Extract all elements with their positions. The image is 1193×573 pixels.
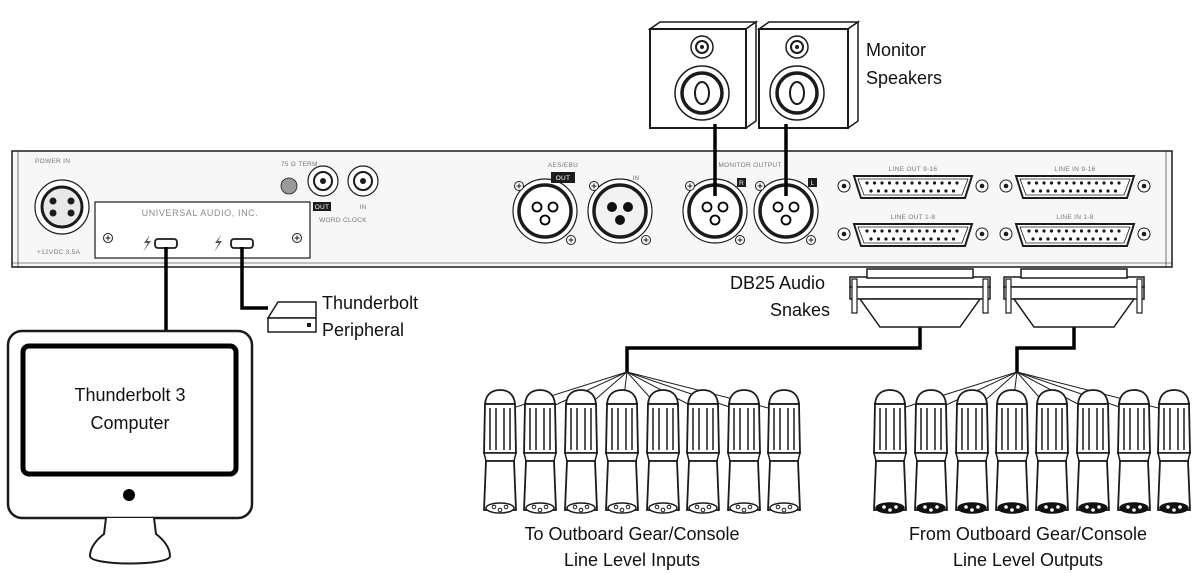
snake-head-2 [1003,268,1145,328]
monitor-speakers-label-line1: Monitor [866,40,926,60]
xlr-plug-female-6 [686,389,720,514]
from-outboard-label-line2: Line Level Outputs [953,550,1103,570]
snake-cable-outputs [1015,320,1076,372]
to-outboard-label-line2: Line Level Inputs [564,550,700,570]
thunderbolt-peripheral-label-line2: Peripheral [322,320,404,340]
monitor-speakers: Monitor Speakers [647,20,942,130]
monitor-l-label: L [811,180,815,187]
term-switch [280,177,298,195]
thunderbolt-computer: Thunderbolt 3 Computer [6,329,254,565]
xlr-plug-female-5 [646,389,680,514]
aes-ebu-label: AES/EBU [548,162,578,169]
monitor-outputs-section: MONITOR OUTPUT R L [681,162,820,245]
fan-wire-male-7 [1016,371,1135,413]
monitor-r-label: R [739,180,744,187]
db25-snakes-label-line1: DB25 Audio [730,273,825,293]
interface-rear-panel: POWER IN +12VDC 3.5A UNIVERSAL AUDIO, IN… [11,150,1173,268]
fan-wire-female-7 [626,371,745,413]
bottom-captions: To Outboard Gear/Console Line Level Inpu… [524,524,1147,570]
fan-wire-male-1 [889,371,1018,413]
thunderbolt-port-panel: UNIVERSAL AUDIO, INC. [94,201,311,259]
xlr-plug-male-3 [955,389,989,514]
db25-section: LINE OUT 9-16 LINE IN 9-16 LINE OUT 1-8 … [837,166,1151,247]
computer-label-line2: Computer [90,413,169,433]
power-spec-label: +12VDC 3.5A [37,249,81,256]
power-button-icon [123,489,135,501]
word-clock-in-label: IN [359,204,366,211]
monitor-speakers-label-line2: Speakers [866,68,942,88]
line-out-9-16-label: LINE OUT 9-16 [889,166,938,173]
from-outboard-label-line1: From Outboard Gear/Console [909,524,1147,544]
monitor-outputs-label: MONITOR OUTPUT [718,162,781,169]
xlr-plug-male-4 [995,389,1029,514]
thunderbolt-port-2 [230,238,254,249]
xlr-plug-female-7 [727,389,761,514]
xlr-plug-female-2 [523,389,557,514]
xlr-plug-male-5 [1035,389,1069,514]
cables [164,124,1076,372]
xlr-plug-male-2 [914,389,948,514]
word-clock-section: 75 Ω TERM OUT IN WORD CLOCK [280,161,379,224]
snake-head-1 [849,268,991,328]
xlr-plug-male-7 [1117,389,1151,514]
line-in-9-16-label: LINE IN 9-16 [1054,166,1095,173]
aes-in-label: IN [632,175,639,182]
line-out-1-8-label: LINE OUT 1-8 [891,214,936,221]
xlr-plug-male-1 [873,389,907,514]
speaker-right [756,20,861,130]
brand-label: UNIVERSAL AUDIO, INC. [142,208,259,218]
xlr-plug-female-8 [767,389,801,514]
db25-line-in-1-8 [999,223,1151,247]
db25-snake-heads: DB25 Audio Snakes [730,268,1145,328]
speaker-left [647,20,759,130]
xlr-plug-female-3 [564,389,598,514]
line-in-1-8-label: LINE IN 1-8 [1056,214,1093,221]
aes-out-label: OUT [556,175,571,182]
snake-cable-inputs [625,320,922,372]
cable-peripheral [240,247,268,310]
fan-wire-female-1 [499,371,628,413]
to-outboard-label-line1: To Outboard Gear/Console [524,524,739,544]
db25-line-in-9-16 [999,175,1151,199]
word-clock-label: WORD CLOCK [319,217,367,224]
xlr-plug-male-6 [1076,389,1110,514]
thunderbolt-port-1 [154,238,178,249]
xlr-plugs-male-group [873,389,1191,514]
aes-ebu-section: AES/EBU OUT IN [511,162,654,245]
power-in-label: POWER IN [35,158,70,165]
db25-line-out-9-16 [837,175,989,199]
db25-snakes-label-line2: Snakes [770,300,830,320]
xlr-plug-female-4 [605,389,639,514]
term-label: 75 Ω TERM [281,161,318,168]
xlr-plugs-female-group [483,389,801,514]
power-in-connector: POWER IN +12VDC 3.5A [34,158,90,256]
computer-label-line1: Thunderbolt 3 [74,385,185,405]
thunderbolt-peripheral: Thunderbolt Peripheral [266,293,418,340]
db25-line-out-1-8 [837,223,989,247]
xlr-plug-male-8 [1157,389,1191,514]
xlr-plug-female-1 [483,389,517,514]
thunderbolt-peripheral-label-line1: Thunderbolt [322,293,418,313]
word-clock-out-label: OUT [315,204,330,211]
